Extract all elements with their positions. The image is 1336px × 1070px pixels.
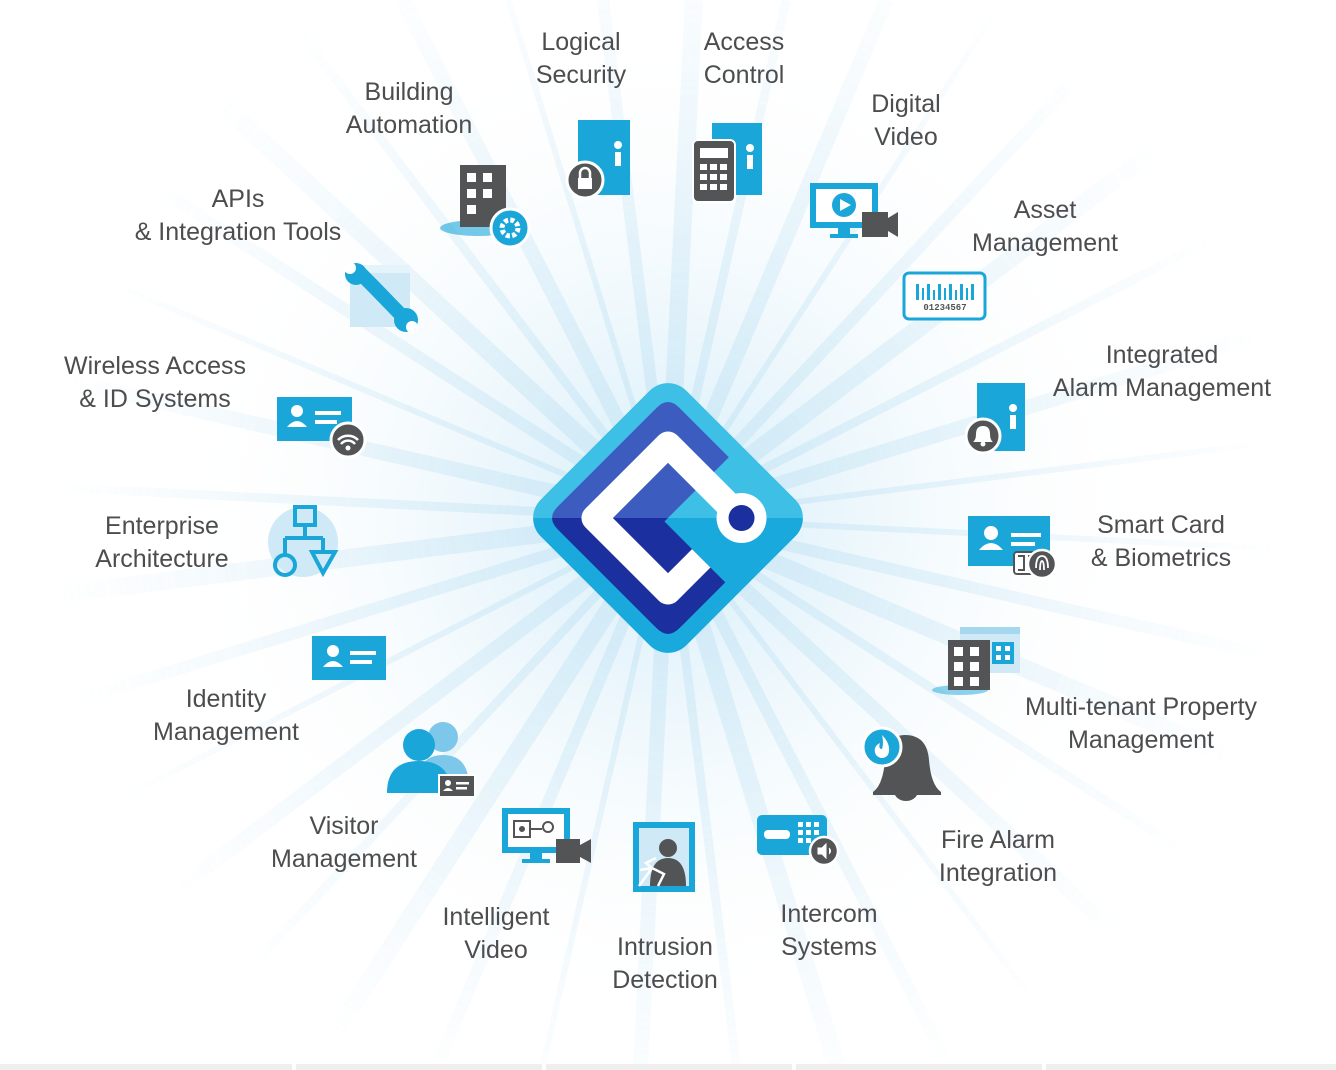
label-line: Video [464,935,528,964]
label-line: Access [703,28,785,56]
door-keypad-icon [692,123,762,203]
label-line: Alarm Management [1052,373,1272,402]
label-wireless-access: Wireless Access & ID Systems [64,350,246,415]
label-line: Fire Alarm [941,826,1055,854]
ray [307,513,676,1064]
label-line: Security [535,60,627,89]
intercom-icon [757,815,840,867]
door-bell-icon [965,383,1025,455]
logo-white-c [581,431,751,605]
label-apis: APIs & Integration Tools [135,183,342,248]
flowchart-icon [268,505,339,578]
bottom-strip-segment [546,1064,792,1070]
bottom-strip-segment [796,1064,1042,1070]
label-line: & ID Systems [79,384,231,413]
label-line: Automation [345,110,473,139]
label-line: Enterprise [105,512,219,540]
ray [0,515,670,864]
ray [272,0,672,521]
label-line: Building [364,78,454,106]
bottom-strip-segment [1046,1064,1336,1070]
bottom-strip-segment [296,1064,542,1070]
label-line: Detection [612,965,718,994]
label-line: Identity [185,685,267,713]
ray [103,0,675,525]
label-line: Digital [871,90,941,118]
label-line: Management [1068,725,1214,754]
people-badge-icon [387,722,476,798]
ray [665,171,1336,523]
monitor-camera-icon [810,183,898,238]
ray [665,514,1336,954]
building-gear-icon [440,165,531,249]
ray [0,81,672,524]
label-line: Multi-tenant Property [1024,693,1258,721]
ray [663,0,1154,523]
door-lock-icon [565,120,630,200]
label-line: Integrated [1105,341,1219,369]
barcode-number: 01234567 [923,303,966,313]
wrench-window-icon [344,262,418,333]
monitor-analytics-camera-icon [502,808,591,863]
id-card-icon [312,636,386,680]
ray [662,4,1336,526]
label-line: Management [271,844,417,873]
label-line: APIs [211,185,265,213]
label-line: Intelligent [442,903,550,931]
center-logo [533,383,803,653]
label-line: Management [153,717,299,746]
label-line: Asset [1013,196,1077,224]
ray [0,233,670,521]
ray [662,512,1262,1064]
label-line: Architecture [95,544,229,573]
label-line: Systems [781,932,877,961]
barcode-icon: 01234567 [902,271,987,321]
logo-outer-diamond [533,383,803,653]
card-fingerprint-icon [968,516,1058,580]
logo-ring [728,505,755,531]
broken-window-icon [633,822,695,892]
label-line: Integration [938,858,1058,887]
label-line: Visitor [309,812,379,840]
label-line: & Biometrics [1090,543,1232,572]
label-line: Video [874,122,938,151]
label-line: Management [972,228,1118,257]
label-line: Intrusion [617,933,713,961]
buildings-icon [932,627,1020,695]
label-line: Smart Card [1097,511,1225,539]
label-line: Intercom [780,900,878,928]
id-card-wifi-icon [277,397,367,459]
label-line: & Integration Tools [134,217,342,246]
bell-flame-icon [861,726,941,802]
label-line: Control [703,60,785,89]
label-line: Wireless Access [64,352,246,380]
label-smart-card: Smart Card & Biometrics [1091,509,1231,574]
ray [0,512,673,1030]
bottom-strip-segment [0,1064,292,1070]
label-line: Logical [541,28,621,56]
